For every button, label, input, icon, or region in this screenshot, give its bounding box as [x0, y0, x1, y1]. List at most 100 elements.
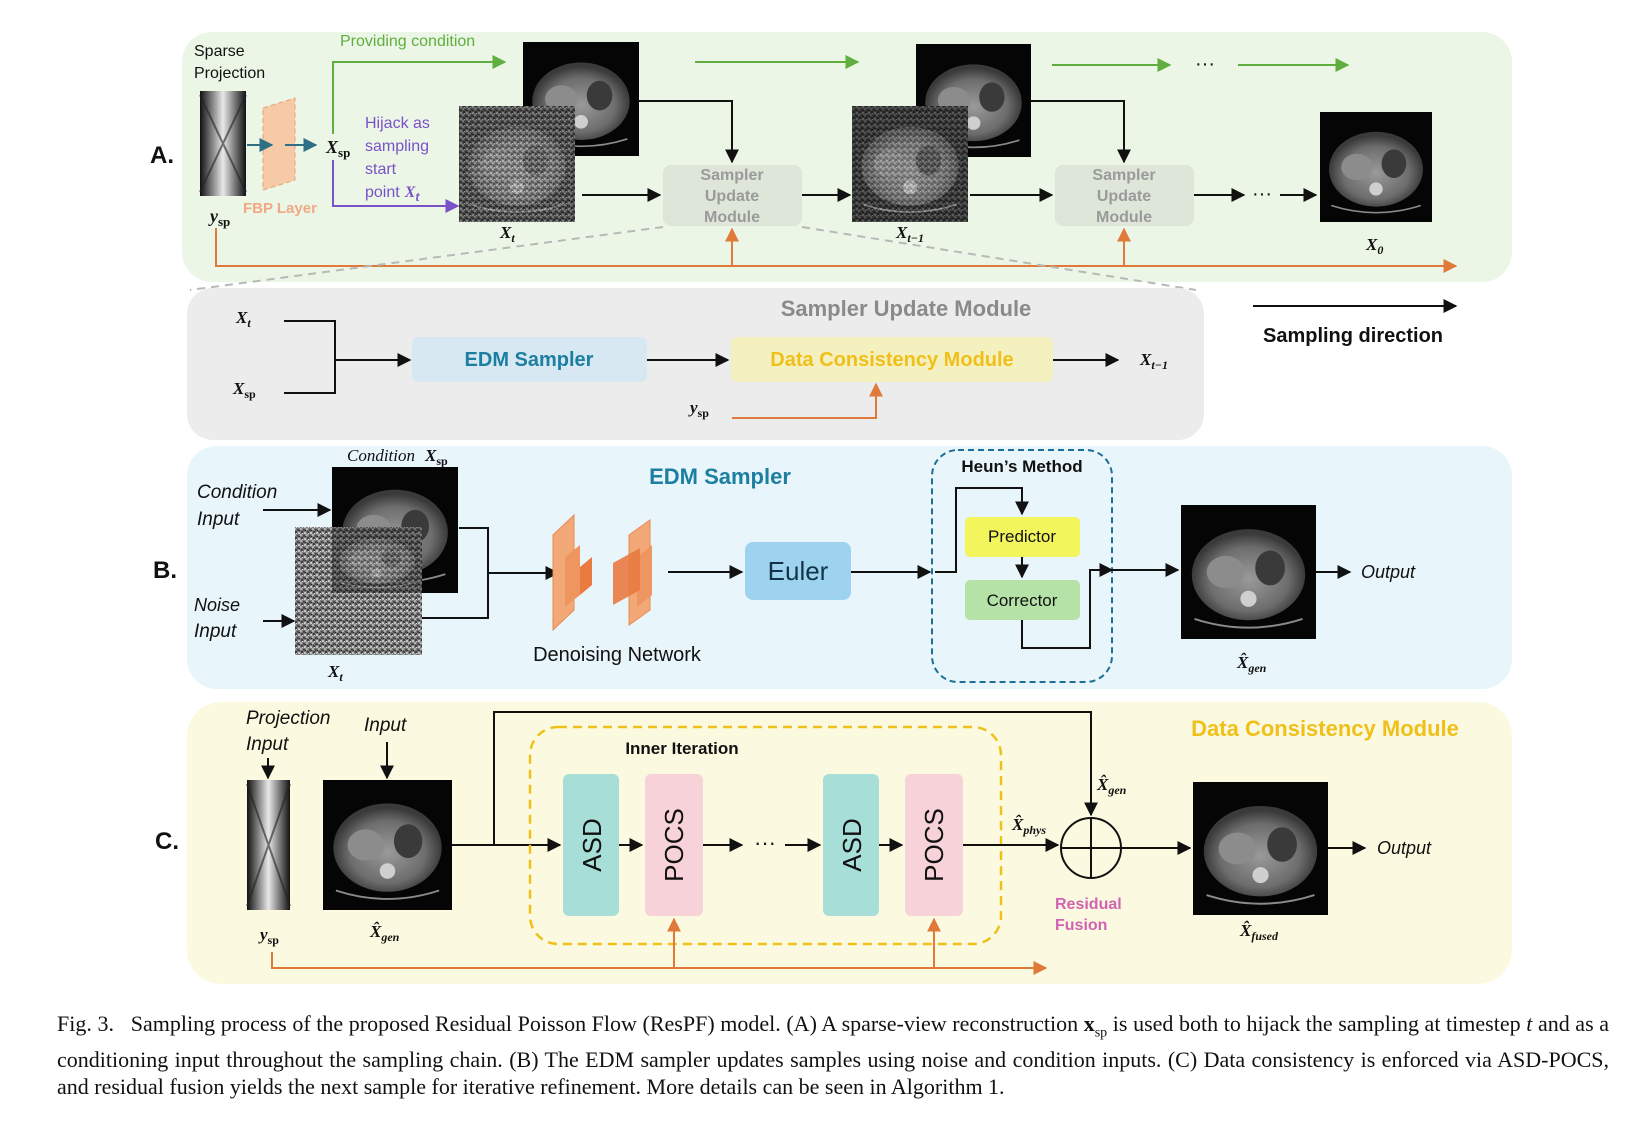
residual-fusion-line-1: Residual: [1055, 896, 1122, 913]
figure-caption: Fig. 3. Sampling process of the proposed…: [57, 1010, 1609, 1100]
svg-text:Module: Module: [1096, 209, 1152, 226]
inner-iteration-label: Inner Iteration: [625, 739, 738, 758]
svg-text:Update: Update: [705, 188, 759, 205]
ct-noisy-image-xt1: [851, 105, 969, 223]
pocs-box-2: POCS: [905, 774, 963, 916]
data-consistency-title: Data Consistency Module: [1191, 716, 1459, 741]
x-gen-label-top: X̂gen: [1096, 775, 1127, 797]
sinogram-image-c: [246, 780, 291, 910]
predictor-box: Predictor: [965, 517, 1080, 557]
svg-text:EDM Sampler: EDM Sampler: [465, 349, 594, 371]
pocs-box-1: POCS: [645, 774, 703, 916]
x-sp-label-a: Xsp: [325, 137, 350, 160]
sampling-direction-label: Sampling direction: [1263, 325, 1443, 347]
x-t1-label-a: Xt−1: [895, 223, 924, 245]
output-label-c: Output: [1377, 838, 1432, 858]
residual-fusion-node: [1060, 817, 1122, 879]
svg-text:Corrector: Corrector: [987, 591, 1058, 610]
edm-sampler-box-sum: EDM Sampler: [412, 337, 647, 382]
denoising-network-icon: [552, 513, 652, 632]
sampler-update-module-box-1: Sampler Update Module: [663, 165, 802, 226]
ct-noisy-image-xt: [458, 105, 576, 223]
x-fused-label: X̂fused: [1239, 921, 1279, 943]
svg-text:Predictor: Predictor: [988, 527, 1056, 546]
y-sp-label-c: ysp: [258, 925, 279, 947]
panel-b-label: B.: [153, 557, 177, 584]
y-sp-label-a: ysp: [208, 206, 230, 229]
ct-input-image-c: [322, 779, 453, 911]
hijack-line-2: sampling: [365, 138, 429, 155]
noise-input-line-2: Input: [194, 621, 237, 642]
input-label-c: Input: [364, 715, 407, 736]
svg-text:ASD: ASD: [837, 818, 867, 871]
asd-box-2: ASD: [823, 774, 879, 916]
fbp-layer-shape: [262, 97, 296, 191]
caption-fig-label: Fig. 3.: [57, 1011, 114, 1036]
ellipsis-a-bottom: ···: [1252, 183, 1272, 205]
svg-text:POCS: POCS: [659, 808, 689, 882]
heuns-method-label: Heun’s Method: [961, 457, 1082, 476]
fbp-layer-label: FBP Layer: [243, 200, 317, 217]
providing-condition-label: Providing condition: [340, 33, 475, 50]
svg-text:Update: Update: [1097, 188, 1151, 205]
ct-final-image-x0: [1319, 111, 1433, 223]
edm-sampler-title: EDM Sampler: [649, 464, 791, 489]
ct-fused-image-c: [1191, 780, 1330, 917]
sparse-projection-line-1: Sparse: [194, 43, 245, 60]
svg-text:Euler: Euler: [768, 556, 829, 586]
caption-text-3: and as a conditioning input throughout t…: [57, 1011, 1610, 1100]
sampler-update-panel: Sampler Update Module Xt Xsp EDM Sampler…: [187, 288, 1204, 440]
svg-text:ASD: ASD: [577, 818, 607, 871]
svg-text:Module: Module: [704, 209, 760, 226]
denoising-network-label: Denoising Network: [533, 644, 702, 666]
corrector-box: Corrector: [965, 580, 1080, 620]
projection-input-line-1: Projection: [246, 708, 331, 729]
svg-text:Data Consistency Module: Data Consistency Module: [770, 349, 1013, 371]
x-t-label-a: Xt: [499, 223, 515, 245]
euler-box: Euler: [745, 542, 851, 600]
condition-input-line-1: Condition: [197, 482, 277, 503]
y-sp-label-sum: ysp: [688, 398, 709, 420]
projection-input-line-2: Input: [246, 734, 289, 755]
svg-text:Sampler: Sampler: [700, 167, 763, 184]
ellipsis-c: ···: [754, 830, 776, 855]
hijack-line-1: Hijack as: [365, 115, 430, 132]
panel-a: A. Sparse Projection ysp FBP Layer Xsp P…: [150, 32, 1512, 291]
sparse-projection-line-2: Projection: [194, 65, 265, 82]
output-label-b: Output: [1361, 562, 1416, 582]
residual-fusion-line-2: Fusion: [1055, 917, 1107, 934]
x-0-label-a: X0: [1365, 235, 1383, 257]
sampler-update-title: Sampler Update Module: [781, 296, 1032, 321]
ct-output-image-b: [1179, 503, 1318, 641]
heuns-method-frame: [931, 449, 1113, 683]
panel-a-label: A.: [150, 142, 174, 169]
caption-var-x: xsp: [1083, 1011, 1108, 1041]
sampler-update-module-box-2: Sampler Update Module: [1055, 165, 1194, 226]
x-phys-label: X̂phys: [1011, 815, 1046, 837]
panel-c-label: C.: [155, 828, 179, 855]
hijack-line-3: start: [365, 161, 397, 178]
x-gen-label-b: X̂gen: [1236, 653, 1267, 675]
inner-iteration-frame: [528, 725, 1003, 946]
condition-input-line-2: Input: [197, 509, 240, 530]
caption-text-2: is used both to hijack the sampling at t…: [1112, 1011, 1521, 1036]
sampling-direction-legend: Sampling direction: [1253, 299, 1458, 347]
panel-c: C. Data Consistency Module Projection In…: [155, 702, 1512, 984]
x-gen-label-c: X̂gen: [369, 922, 400, 944]
ellipsis-a-top: ···: [1195, 53, 1215, 75]
caption-text-1: Sampling process of the proposed Residua…: [130, 1011, 1079, 1036]
sinogram-image-a: [199, 91, 247, 196]
x-t-label-sum: Xt: [235, 308, 251, 330]
noise-image-b: [295, 526, 423, 655]
svg-text:Sampler: Sampler: [1092, 167, 1155, 184]
x-t1-label-sum: Xt−1: [1139, 350, 1168, 372]
caption-var-t: t: [1526, 1011, 1533, 1036]
asd-box-1: ASD: [563, 774, 619, 916]
svg-text:POCS: POCS: [919, 808, 949, 882]
x-sp-label-sum: Xsp: [232, 379, 256, 401]
data-consistency-box-sum: Data Consistency Module: [731, 337, 1053, 382]
figure-canvas: A. Sparse Projection ysp FBP Layer Xsp P…: [150, 32, 1512, 984]
